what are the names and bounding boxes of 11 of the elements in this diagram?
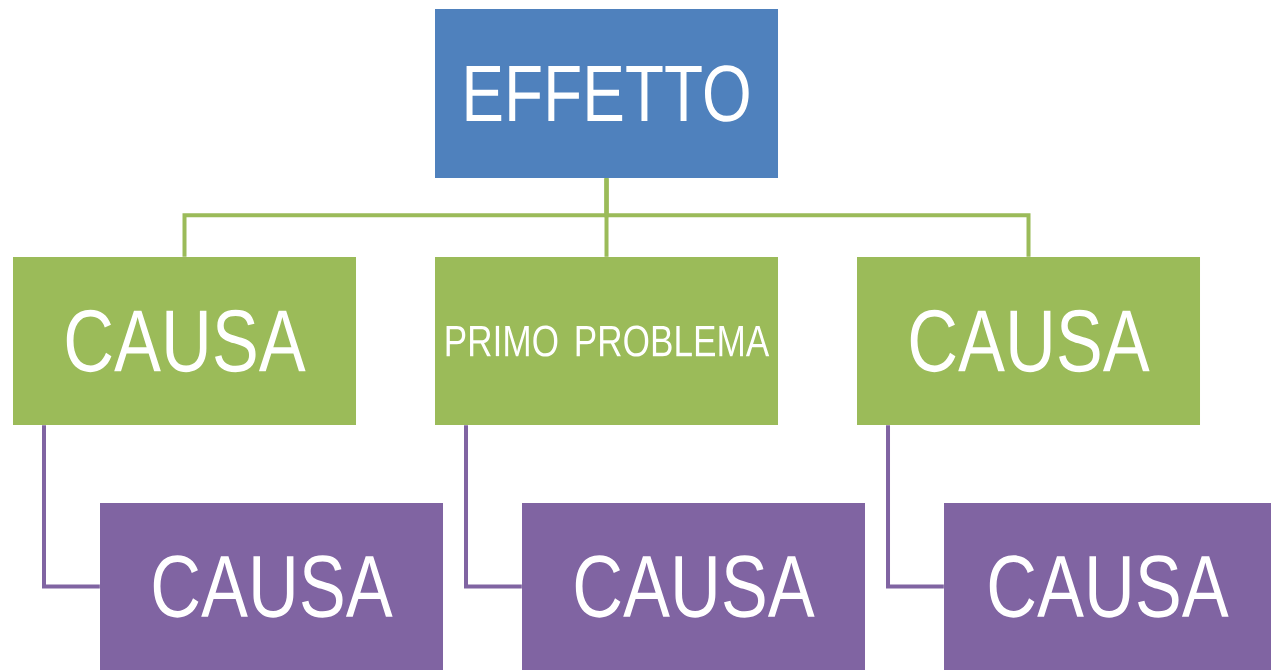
cause-box: CAUSA (522, 503, 865, 670)
cause-box: CAUSA (944, 503, 1271, 670)
effect-box: EFFETTO (435, 9, 778, 178)
connector (42, 425, 100, 589)
problem-box: PRIMO PROBLEMA (435, 257, 778, 425)
cause-box: CAUSA (13, 257, 356, 425)
cause-box: CAUSA (100, 503, 443, 670)
connector (464, 425, 522, 589)
cause-box: CAUSA (857, 257, 1200, 425)
connector (604, 178, 1031, 257)
connector (886, 425, 944, 589)
